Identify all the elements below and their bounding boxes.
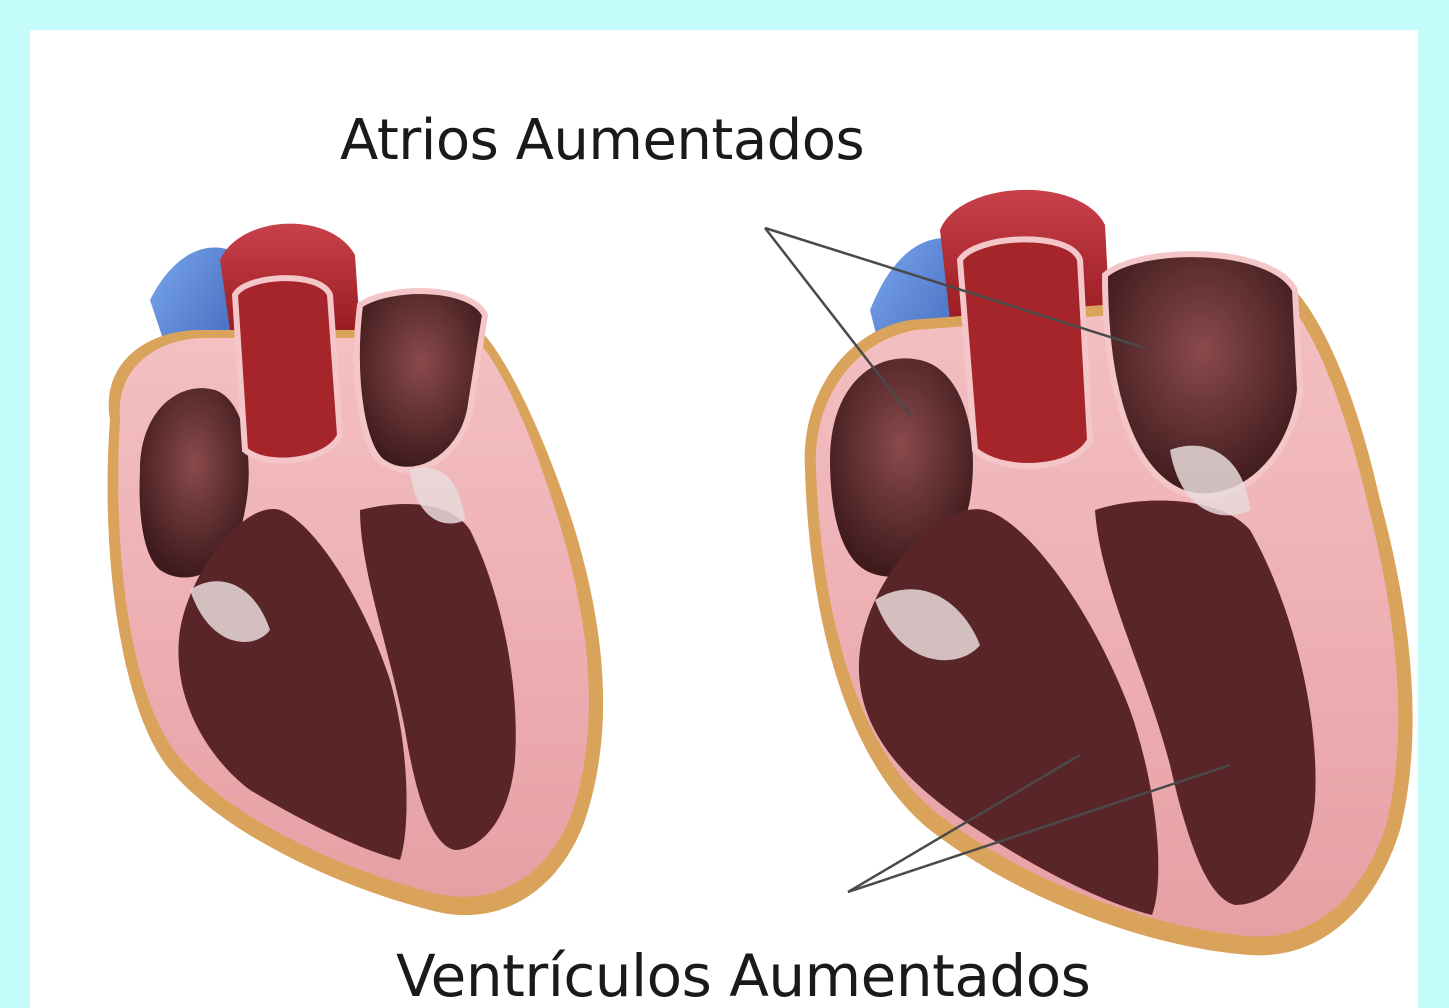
illustration-panel: Atrios Aumentados Ventrículos Aumentados	[30, 30, 1418, 1008]
normal-heart-aortic-root	[235, 278, 340, 461]
ventricles-label: Ventrículos Aumentados	[396, 942, 1090, 1008]
enlarged-heart-aortic-root	[960, 239, 1090, 466]
atria-label: Atrios Aumentados	[340, 108, 864, 173]
heart-comparison-illustration	[30, 30, 1418, 1008]
enlarged-heart	[805, 190, 1413, 955]
normal-heart	[108, 224, 604, 916]
